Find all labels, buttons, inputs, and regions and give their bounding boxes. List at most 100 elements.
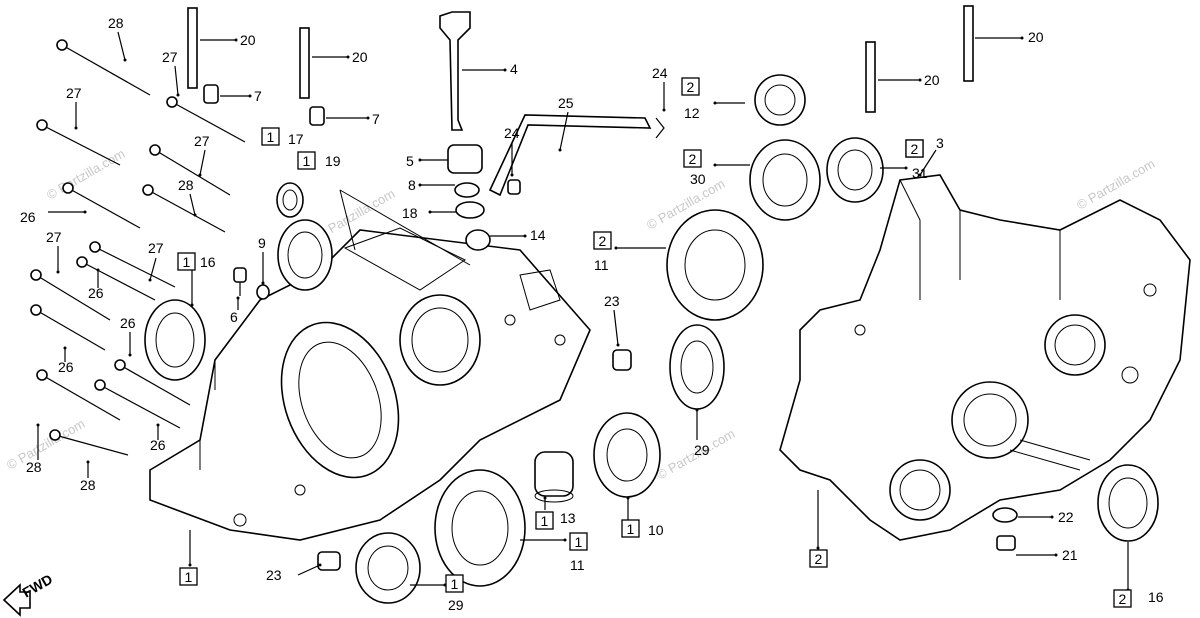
callout-c23b: 23 [266,563,322,583]
rods [187,5,974,126]
part-number-label: 6 [230,309,238,325]
part-number-label: 28 [26,459,42,475]
part-number-label: 17 [288,131,304,147]
callout-leader-tip [918,173,922,177]
part-number-label: 29 [694,442,710,458]
group-box-number: 1 [303,153,311,169]
part-number-label: 20 [924,72,940,88]
group-box-number: 2 [815,551,823,567]
callout-leader-tip [918,78,922,82]
part-number-label: 27 [148,240,164,256]
part-number-label: 16 [1148,589,1164,605]
part-number-label: 20 [1028,29,1044,45]
part-number-label: 16 [200,254,216,270]
callout-leader-tip [510,173,514,177]
callout-leader-tip [128,353,132,357]
callout-c22: 22 [1018,509,1074,525]
callout-c27e: 27 [148,240,164,282]
group-box [261,127,280,146]
callout-leader [613,309,619,346]
callout-leader-tip [234,38,238,42]
callout-c27c: 27 [194,133,210,177]
watermark: © Partzilla.com [4,416,87,473]
callout-leader-tip [563,538,567,542]
small-parts [233,11,1018,551]
callout-leader [189,193,196,216]
part-number-label: 28 [108,15,124,31]
part-number-label: 7 [372,111,380,127]
callout-leader-tip [366,116,370,120]
group-box [593,231,612,250]
callout-c28b: 28 [178,177,197,217]
part-number-label: 12 [684,105,700,121]
callout-c20a: 20 [200,32,256,48]
part-number-label: 24 [652,65,668,81]
part-number-label: 24 [504,125,520,141]
callout-leader-tip [713,101,717,105]
fwd-indicator: FWD [2,571,56,617]
callout-leader-tip [56,270,60,274]
part-number-label: 9 [258,235,266,251]
callout-leader-tip [123,58,127,62]
part-number-label: 18 [402,205,418,221]
group-box-number: 1 [451,576,459,592]
part-number-label: 11 [570,557,585,573]
part-number-label: 26 [150,437,166,453]
fwd-label: FWD [20,571,56,601]
group-box-number: 2 [599,233,607,249]
part-number-label: 11 [594,257,609,273]
callout-leader-tip [1054,553,1058,557]
part-number-label: 22 [1058,509,1074,525]
callout-leader-tip [198,173,202,177]
callout-c28c: 28 [26,423,42,475]
callout-c5: 5 [406,153,448,169]
part-number-label: 28 [80,477,96,493]
callout-leader-tip [63,346,67,350]
callout-leader-tip [614,246,618,250]
callout-c27b: 27 [66,85,82,130]
part-number-label: 26 [20,209,36,225]
group-box-number: 1 [267,129,275,145]
right-crankcase [779,174,1191,541]
callout-leader-tip [236,296,240,300]
callout-c29a: 29 [694,408,710,458]
callout-leader-tip [616,343,620,347]
group-box [179,567,198,586]
callout-leader-tip [523,234,527,238]
group-box-number: 1 [541,513,549,529]
callout-leader-tip [626,496,630,500]
callout-leader [117,31,126,61]
callout-c23a: 23 [604,293,620,347]
part-number-label: 14 [530,227,546,243]
group-box [177,252,196,271]
group-box [809,549,828,568]
part-number-label: 8 [408,177,416,193]
part-number-label: 25 [558,95,574,111]
part-number-label: 28 [178,177,194,193]
callout-leader-tip [261,281,265,285]
part-number-label: 27 [194,133,210,149]
callout-leader-tip [816,546,820,550]
callout-c20c: 20 [975,29,1044,45]
callout-c9: 9 [258,235,266,285]
callout-c18: 18 [402,205,456,221]
group-box-number: 2 [911,141,919,157]
part-number-label: 27 [46,229,62,245]
callout-c11a: 2 11 [593,231,666,273]
callout-leader-tip [96,268,100,272]
callout-leader-tip [176,93,180,97]
callout-c7b: 7 [326,111,380,127]
callout-leader-tip [418,183,422,187]
callout-c30: 230 [683,149,750,187]
callout-leader-tip [148,278,152,282]
callout-leader-tip [156,423,160,427]
callout-leader-tip [36,423,40,427]
part-number-label: 27 [162,49,178,65]
part-number-label: 20 [352,49,368,65]
callout-c2a: 2 [809,490,828,568]
part-number-label: 27 [66,85,82,101]
part-number-label: 23 [604,293,620,309]
